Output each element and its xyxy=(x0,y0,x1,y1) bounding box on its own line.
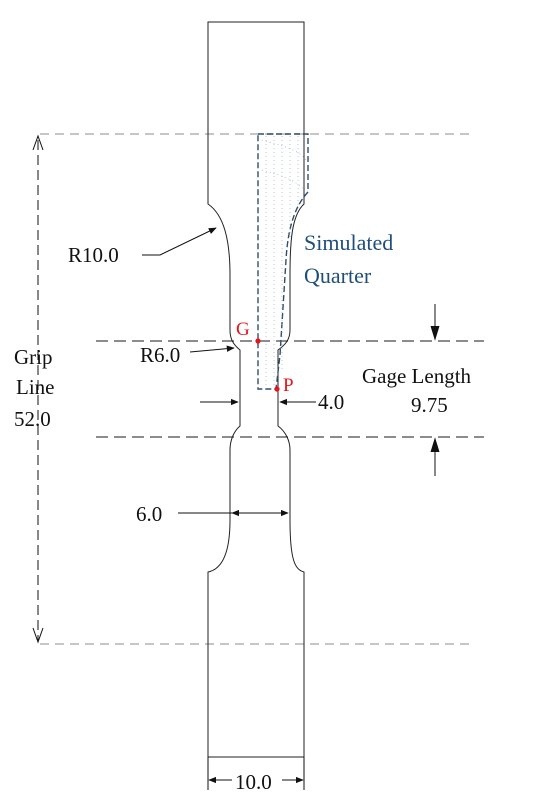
grip-arrow-top xyxy=(32,134,44,151)
simulated-label-1: Simulated xyxy=(304,230,393,255)
gage-length-value: 9.75 xyxy=(411,393,448,417)
r-outer-leader xyxy=(142,227,217,256)
specimen-outline xyxy=(207,21,305,758)
grip-value: 52.0 xyxy=(14,407,51,431)
dim-shoulder-width-label: 6.0 xyxy=(136,502,162,526)
point-p-label: P xyxy=(283,375,294,396)
r-inner-leader xyxy=(189,345,235,353)
point-g-label: G xyxy=(236,319,250,340)
grip-label-1: Grip xyxy=(14,345,53,369)
dim-gauge-width-label: 4.0 xyxy=(318,390,344,414)
r-outer-label: R10.0 xyxy=(68,243,119,267)
point-p-marker xyxy=(274,386,280,392)
gage-length-title: Gage Length xyxy=(362,364,472,388)
gage-arrow-bottom-head xyxy=(430,437,440,453)
grip-label-2: Line xyxy=(16,375,54,399)
point-g-marker xyxy=(255,338,261,344)
r-inner-label: R6.0 xyxy=(140,343,180,367)
simulated-label-2: Quarter xyxy=(304,263,372,288)
simulated-quarter-outline xyxy=(257,133,309,390)
dim-grip-width-label: 10.0 xyxy=(235,770,272,794)
quarter-mesh xyxy=(261,136,307,387)
grip-arrow-bottom xyxy=(32,627,44,644)
gage-arrow-top-head xyxy=(430,325,440,341)
